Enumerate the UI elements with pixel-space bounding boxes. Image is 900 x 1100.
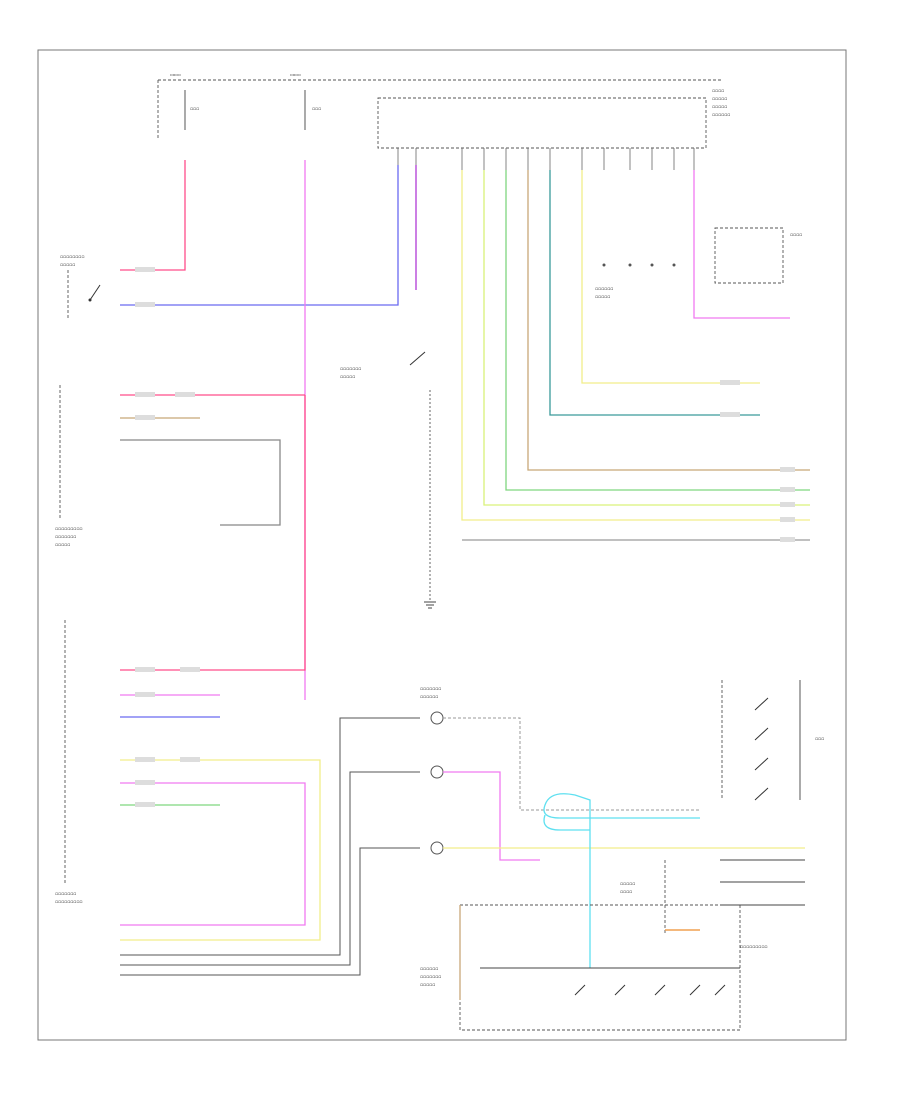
wire-bcm-teal	[549, 170, 760, 416]
svg-text:▫▫▫▫▫▫: ▫▫▫▫▫▫	[712, 113, 730, 118]
wire-center-magenta	[443, 771, 540, 861]
wire-cluster-yellow	[120, 759, 321, 941]
svg-text:▫▫▫▫▫▫: ▫▫▫▫▫▫	[420, 967, 438, 972]
cluster-connectors-right: ▫▫▫▫▫▫ ▫▫▫▫▫	[595, 263, 676, 300]
brake-pedal-switch: ▫▫▫▫▫▫▫ ▫▫▫▫▫	[340, 351, 426, 380]
svg-text:▫▫▫: ▫▫▫	[312, 107, 321, 112]
wire-bcm-magenta	[693, 170, 790, 319]
svg-text:▫▫▫▫▫▫▫: ▫▫▫▫▫▫▫	[420, 687, 441, 692]
svg-text:▫▫▫▫▫▫: ▫▫▫▫▫▫	[420, 695, 438, 700]
svg-text:▫▫▫▫: ▫▫▫▫	[620, 890, 632, 895]
svg-text:▫▫▫▫: ▫▫▫▫	[712, 89, 724, 94]
wire-cluster-power	[120, 395, 306, 671]
wire-bcm-tan	[527, 170, 810, 471]
svg-text:▫▫▫▫▫▫: ▫▫▫▫▫▫	[595, 287, 613, 292]
svg-text:▫▫▫▫▫: ▫▫▫▫▫	[60, 263, 75, 268]
wire-power-feed-1	[120, 160, 186, 271]
wire-cluster-magenta-2	[120, 782, 306, 926]
svg-text:▫▫▫▫▫▫▫▫▫: ▫▫▫▫▫▫▫▫▫	[740, 945, 767, 950]
svg-text:▫▫▫▫▫▫▫▫▫: ▫▫▫▫▫▫▫▫▫	[55, 900, 82, 905]
svg-text:▫▫▫▫▫: ▫▫▫▫▫	[712, 105, 727, 110]
svg-text:▫▫▫: ▫▫▫	[815, 737, 824, 742]
svg-text:▫▫▫▫▫▫▫: ▫▫▫▫▫▫▫	[340, 367, 361, 372]
wire-bcm-yellow	[461, 170, 810, 521]
svg-text:▫▫▫▫▫: ▫▫▫▫▫	[595, 295, 610, 300]
transmission-module: ▫▫▫▫▫▫▫▫▫ ▫▫▫▫▫▫▫ ▫▫▫▫▫	[55, 385, 82, 548]
svg-text:▫▫▫▫▫: ▫▫▫▫▫	[712, 97, 727, 102]
diagram-frame	[37, 49, 847, 1041]
svg-text:▫▫▫▫▫▫▫: ▫▫▫▫▫▫▫	[420, 975, 441, 980]
wire-bcm-yellow-2	[581, 170, 760, 384]
wire-module-gray	[120, 439, 281, 526]
fuse-2: ▫▫▫▫ ▫▫▫	[290, 72, 321, 130]
right-top-module: ▫▫▫▫	[714, 227, 802, 284]
svg-text:▫▫▫▫▫: ▫▫▫▫▫	[55, 543, 70, 548]
svg-text:▫▫▫▫▫: ▫▫▫▫▫	[620, 882, 635, 887]
instrument-cluster: ▫▫▫▫▫▫▫ ▫▫▫▫▫▫▫▫▫	[55, 620, 82, 905]
svg-text:▫▫▫▫▫▫▫▫: ▫▫▫▫▫▫▫▫	[60, 255, 84, 260]
ground-icon	[424, 601, 436, 609]
wire-color-codes	[135, 267, 795, 807]
switch-bank-right: ▫▫▫	[721, 680, 824, 801]
fuse-box-outline	[157, 79, 722, 140]
svg-text:▫▫▫▫: ▫▫▫▫	[290, 72, 301, 77]
wire-cyan-loop	[543, 793, 700, 968]
body-control-module: ▫▫▫▫ ▫▫▫▫▫ ▫▫▫▫▫ ▫▫▫▫▫▫	[377, 89, 730, 149]
svg-text:▫▫▫▫▫: ▫▫▫▫▫	[340, 375, 355, 380]
svg-text:▫▫▫▫▫▫▫: ▫▫▫▫▫▫▫	[55, 892, 76, 897]
wire-bcm-green	[505, 170, 810, 491]
wire-stoplamp-signal	[120, 165, 399, 306]
wire-center-gray	[443, 717, 700, 811]
right-lower-module: ▫▫▫▫▫ ▫▫▫▫ ▫▫▫▫▫▫▫▫▫	[620, 859, 805, 950]
clockspring: ▫▫▫▫▫▫▫ ▫▫▫▫▫▫	[420, 687, 444, 855]
svg-text:▫▫▫▫: ▫▫▫▫	[170, 72, 181, 77]
svg-text:▫▫▫▫▫: ▫▫▫▫▫	[420, 983, 435, 988]
bcm-pin-stubs	[397, 148, 695, 170]
wire-bcm-yellow-green	[483, 170, 810, 506]
stoplamp-switch: ▫▫▫▫▫▫▫▫ ▫▫▫▫▫	[60, 255, 101, 320]
fuse-1: ▫▫▫▫ ▫▫▫	[170, 72, 199, 130]
steering-wheel-switches: ▫▫▫▫▫▫ ▫▫▫▫▫▫▫ ▫▫▫▫▫	[420, 904, 741, 1031]
svg-text:▫▫▫: ▫▫▫	[190, 107, 199, 112]
svg-text:▫▫▫▫: ▫▫▫▫	[790, 233, 802, 238]
wire-cyan-branch	[543, 814, 590, 831]
svg-text:▫▫▫▫▫▫▫▫▫: ▫▫▫▫▫▫▫▫▫	[55, 527, 82, 532]
svg-text:▫▫▫▫▫▫▫: ▫▫▫▫▫▫▫	[55, 535, 76, 540]
wire-bundle-left	[120, 717, 420, 976]
